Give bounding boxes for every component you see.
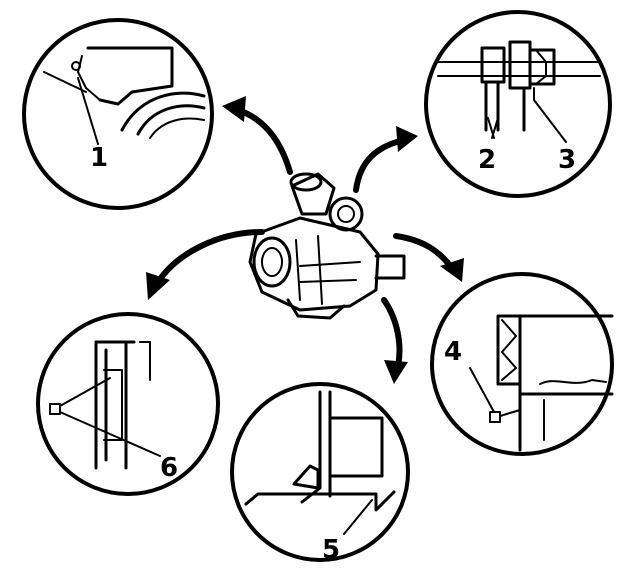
callout-label-4: 4 — [444, 337, 462, 367]
callout-label-6: 6 — [160, 453, 178, 483]
callout-label-1: 1 — [90, 143, 108, 173]
arrow-to-detail-5 — [381, 297, 408, 384]
center-pump-assembly — [248, 172, 406, 320]
detail-circle-6: 6 — [36, 312, 220, 496]
callout-label-3: 3 — [558, 145, 576, 175]
arrow-to-detail-2-3 — [353, 126, 418, 193]
callout-label-5: 5 — [322, 535, 340, 565]
detail-circle-1: 1 — [22, 18, 214, 210]
arrow-to-detail-1 — [222, 96, 293, 175]
detail-circle-4: 4 — [430, 272, 614, 456]
callout-label-2: 2 — [478, 145, 496, 175]
arrow-to-detail-4 — [393, 233, 464, 282]
arrow-to-detail-6 — [146, 229, 265, 300]
detail-circle-2-3: 2 3 — [424, 10, 612, 198]
detail-circle-5: 5 — [230, 382, 410, 565]
